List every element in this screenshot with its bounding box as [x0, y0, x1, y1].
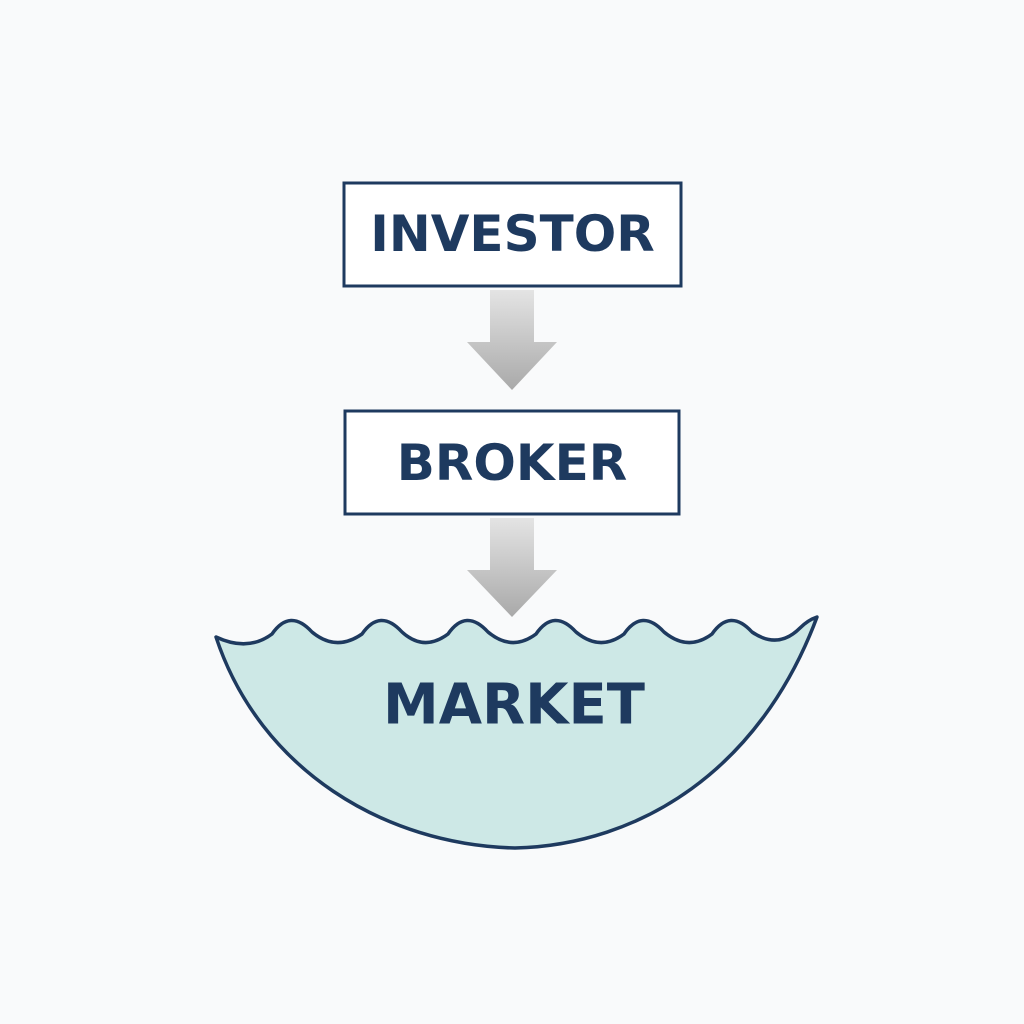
broker-box: [343, 409, 681, 516]
market-wave-shape: [214, 615, 819, 850]
broker-node: BROKER: [343, 409, 681, 516]
down-arrow-broker-to-market: [467, 518, 557, 617]
market-node: MARKET: [214, 615, 819, 850]
investor-node: INVESTOR: [342, 181, 683, 288]
broker-label: BROKER: [397, 434, 628, 492]
market-label: MARKET: [383, 673, 645, 738]
down-arrow-investor-to-broker: [467, 290, 557, 390]
investor-label: INVESTOR: [370, 205, 654, 263]
investor-box: [342, 181, 683, 288]
